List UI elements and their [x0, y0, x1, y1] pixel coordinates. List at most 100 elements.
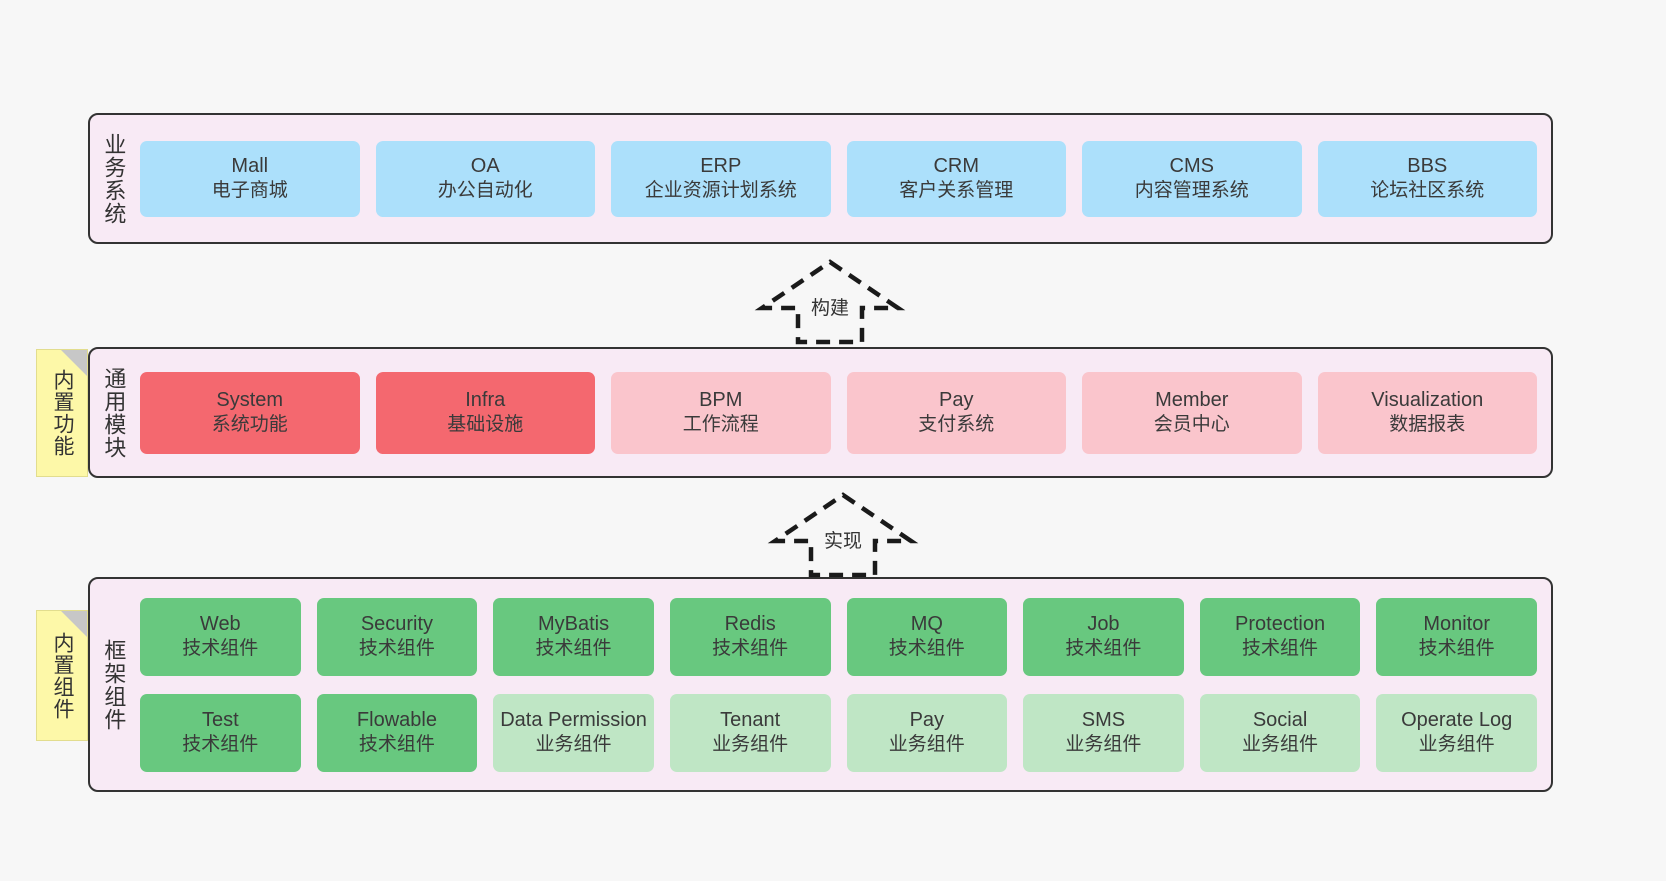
layer-common-modules-body: System 系统功能 Infra 基础设施 BPM 工作流程 Pay 支付系统… — [136, 349, 1551, 476]
component-card-protection[interactable]: Protection 技术组件 — [1199, 597, 1361, 676]
framework-components-row-tech: Web 技术组件 Security 技术组件 MyBatis 技术组件 Redi… — [140, 597, 1537, 676]
arrow-build: 构建 — [754, 258, 906, 345]
business-card-erp-en: ERP — [700, 155, 742, 178]
component-card-test[interactable]: Test 技术组件 — [140, 693, 301, 772]
business-card-cms-en: CMS — [1169, 155, 1214, 178]
module-card-pay[interactable]: Pay 支付系统 — [846, 371, 1066, 454]
component-card-tenant-cn: 业务组件 — [712, 733, 789, 755]
module-card-system[interactable]: System 系统功能 — [140, 371, 360, 454]
arrow-implement-label: 实现 — [823, 531, 862, 552]
component-card-social-cn: 业务组件 — [1242, 733, 1319, 755]
component-card-test-en: Test — [201, 709, 239, 732]
business-card-cms-cn: 内容管理系统 — [1134, 179, 1249, 201]
component-card-social-en: Social — [1252, 709, 1308, 732]
module-card-visualization-cn: 数据报表 — [1389, 413, 1466, 435]
arrow-build-label: 构建 — [810, 298, 849, 319]
business-card-erp[interactable]: ERP 企业资源计划系统 — [611, 140, 831, 217]
module-card-visualization[interactable]: Visualization 数据报表 — [1317, 371, 1537, 454]
component-card-job-en: Job — [1087, 613, 1120, 636]
business-card-bbs[interactable]: BBS 论坛社区系统 — [1317, 140, 1537, 217]
business-card-oa-cn: 办公自动化 — [437, 179, 533, 201]
arrow-implement-hollow-dashed-up-icon — [767, 492, 919, 578]
component-card-mq[interactable]: MQ 技术组件 — [846, 597, 1008, 676]
component-card-redis-en: Redis — [724, 613, 776, 636]
component-card-web-en: Web — [199, 613, 241, 636]
layer-framework-components-title: 框架组件 — [101, 638, 127, 731]
module-card-bpm-cn: 工作流程 — [682, 413, 759, 435]
module-card-infra-cn: 基础设施 — [447, 413, 524, 435]
module-card-system-cn: 系统功能 — [211, 413, 288, 435]
component-card-data-permission-en: Data Permission — [500, 709, 647, 732]
component-card-job-cn: 技术组件 — [1065, 637, 1142, 659]
business-card-crm-en: CRM — [933, 155, 980, 178]
component-card-mybatis-cn: 技术组件 — [535, 637, 612, 659]
component-card-pay-en: Pay — [909, 709, 945, 732]
component-card-security-cn: 技术组件 — [358, 637, 435, 659]
component-card-operate-log-en: Operate Log — [1401, 709, 1513, 732]
common-modules-row: System 系统功能 Infra 基础设施 BPM 工作流程 Pay 支付系统… — [140, 371, 1537, 454]
component-card-test-cn: 技术组件 — [182, 733, 259, 755]
module-card-infra-en: Infra — [465, 389, 506, 412]
component-card-web[interactable]: Web 技术组件 — [140, 597, 301, 676]
component-card-pay-cn: 业务组件 — [888, 733, 965, 755]
business-card-cms[interactable]: CMS 内容管理系统 — [1082, 140, 1302, 217]
module-card-system-en: System — [216, 389, 284, 412]
component-card-data-permission[interactable]: Data Permission 业务组件 — [493, 693, 654, 772]
module-card-bpm-en: BPM — [699, 389, 743, 412]
sticky-note-builtin-component: 内置组件 — [36, 610, 88, 741]
arrow-build-hollow-dashed-up-icon — [754, 259, 906, 345]
business-card-oa[interactable]: OA 办公自动化 — [375, 140, 595, 217]
business-card-crm[interactable]: CRM 客户关系管理 — [846, 140, 1066, 217]
business-card-mall[interactable]: Mall 电子商城 — [140, 140, 360, 217]
business-card-mall-en: Mall — [231, 155, 269, 178]
component-card-monitor-en: Monitor — [1423, 613, 1491, 636]
component-card-protection-en: Protection — [1235, 613, 1326, 636]
component-card-monitor[interactable]: Monitor 技术组件 — [1376, 597, 1537, 676]
component-card-flowable-en: Flowable — [356, 709, 437, 732]
layer-framework-components: 框架组件 Web 技术组件 Security 技术组件 MyBatis 技术组件… — [88, 577, 1553, 792]
component-card-mybatis[interactable]: MyBatis 技术组件 — [493, 597, 654, 676]
layer-framework-components-body: Web 技术组件 Security 技术组件 MyBatis 技术组件 Redi… — [136, 579, 1551, 790]
module-card-pay-cn: 支付系统 — [918, 413, 995, 435]
sticky-note-builtin-component-label: 内置组件 — [50, 631, 74, 720]
module-card-member-cn: 会员中心 — [1153, 413, 1230, 435]
component-card-operate-log[interactable]: Operate Log 业务组件 — [1376, 693, 1537, 772]
component-card-monitor-cn: 技术组件 — [1418, 637, 1495, 659]
layer-business-systems: 业务系统 Mall 电子商城 OA 办公自动化 ERP 企业资源计划系统 CRM… — [88, 113, 1553, 244]
sticky-note-builtin-function: 内置功能 — [36, 349, 88, 477]
module-card-infra[interactable]: Infra 基础设施 — [375, 371, 595, 454]
component-card-sms-cn: 业务组件 — [1065, 733, 1142, 755]
layer-common-modules-title: 通用模块 — [101, 366, 127, 459]
sticky-note-builtin-function-label: 内置功能 — [50, 369, 74, 457]
component-card-flowable[interactable]: Flowable 技术组件 — [316, 693, 478, 772]
component-card-mq-cn: 技术组件 — [888, 637, 965, 659]
component-card-tenant-en: Tenant — [720, 709, 781, 732]
component-card-redis-cn: 技术组件 — [712, 637, 789, 659]
component-card-data-permission-cn: 业务组件 — [535, 733, 612, 755]
component-card-tenant[interactable]: Tenant 业务组件 — [669, 693, 831, 772]
component-card-social[interactable]: Social 业务组件 — [1199, 693, 1361, 772]
business-systems-row: Mall 电子商城 OA 办公自动化 ERP 企业资源计划系统 CRM 客户关系… — [140, 140, 1537, 217]
module-card-pay-en: Pay — [939, 389, 974, 412]
component-card-redis[interactable]: Redis 技术组件 — [669, 597, 831, 676]
layer-business-systems-title: 业务系统 — [101, 132, 127, 225]
component-card-web-cn: 技术组件 — [182, 637, 259, 659]
module-card-visualization-en: Visualization — [1371, 389, 1484, 412]
component-card-pay[interactable]: Pay 业务组件 — [846, 693, 1008, 772]
business-card-bbs-cn: 论坛社区系统 — [1370, 179, 1485, 201]
component-card-security[interactable]: Security 技术组件 — [316, 597, 478, 676]
business-card-oa-en: OA — [470, 155, 500, 178]
framework-components-row-biz: Test 技术组件 Flowable 技术组件 Data Permission … — [140, 693, 1537, 772]
component-card-sms-en: SMS — [1081, 709, 1126, 732]
business-card-bbs-en: BBS — [1407, 155, 1448, 178]
component-card-mq-en: MQ — [910, 613, 943, 636]
component-card-job[interactable]: Job 技术组件 — [1023, 597, 1184, 676]
module-card-bpm[interactable]: BPM 工作流程 — [611, 371, 831, 454]
business-card-crm-cn: 客户关系管理 — [899, 179, 1014, 201]
component-card-sms[interactable]: SMS 业务组件 — [1023, 693, 1184, 772]
module-card-member[interactable]: Member 会员中心 — [1082, 371, 1302, 454]
component-card-security-en: Security — [360, 613, 434, 636]
layer-business-systems-body: Mall 电子商城 OA 办公自动化 ERP 企业资源计划系统 CRM 客户关系… — [136, 115, 1551, 242]
component-card-protection-cn: 技术组件 — [1242, 637, 1319, 659]
layer-common-modules: 通用模块 System 系统功能 Infra 基础设施 BPM 工作流程 Pay… — [88, 347, 1553, 478]
